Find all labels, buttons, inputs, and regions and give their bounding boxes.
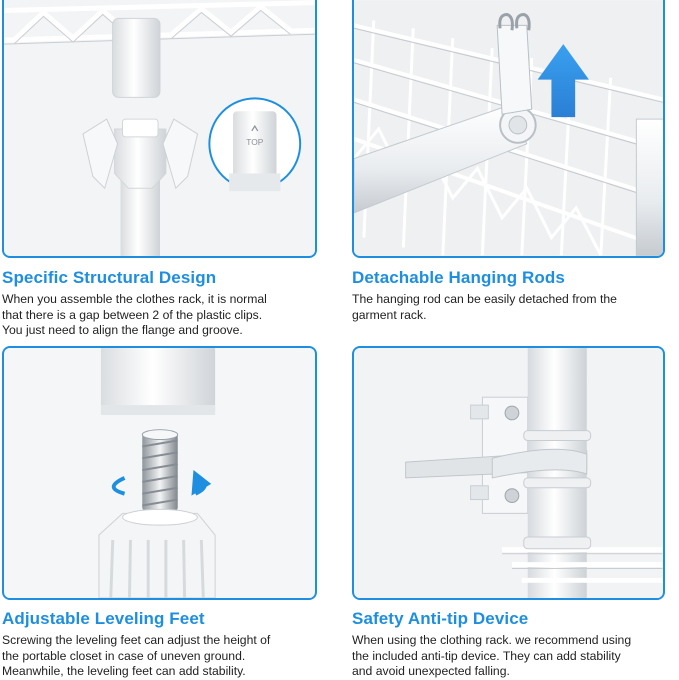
description-line: You just need to align the flange and gr…	[2, 323, 243, 337]
section-description-anti-tip: When using the clothing rack. we recomme…	[352, 633, 679, 680]
description-line: Screwing the leveling feet can adjust th…	[2, 633, 271, 647]
section-description-structural-design: When you assemble the clothes rack, it i…	[2, 292, 322, 339]
section-title-leveling-feet: Adjustable Leveling Feet	[2, 609, 205, 628]
section-title-structural-design: Specific Structural Design	[2, 268, 217, 287]
description-line: and avoid unexpected falling.	[352, 664, 510, 678]
description-line: When you assemble the clothes rack, it i…	[2, 292, 267, 306]
leveling-feet-illustration	[4, 348, 315, 598]
section-description-leveling-feet: Screwing the leveling feet can adjust th…	[2, 633, 322, 680]
hanging-rods-image	[352, 0, 665, 258]
description-line: The hanging rod can be easily detached f…	[352, 292, 617, 306]
description-line: the included anti-tip device. They can a…	[352, 648, 621, 663]
description-line: garment rack.	[352, 307, 427, 322]
structural-design-illustration: TOP	[4, 0, 315, 256]
rotate-arrow-icon	[191, 470, 212, 496]
description-line: that there is a gap between 2 of the pla…	[2, 307, 263, 322]
structural-design-image: TOP	[2, 0, 317, 258]
hanging-rods-illustration	[354, 0, 663, 256]
leveling-feet-image	[2, 346, 317, 600]
arrow-up-icon	[537, 44, 589, 118]
top-label: TOP	[246, 137, 263, 147]
description-line: When using the clothing rack. we recomme…	[352, 633, 632, 647]
section-title-anti-tip: Safety Anti-tip Device	[352, 609, 529, 628]
section-title-hanging-rods: Detachable Hanging Rods	[352, 268, 565, 287]
anti-tip-image	[352, 346, 665, 600]
section-description-hanging-rods: The hanging rod can be easily detached f…	[352, 292, 672, 323]
description-line: the portable closet in case of uneven gr…	[2, 648, 246, 663]
anti-tip-illustration	[354, 348, 663, 598]
description-line: Meanwhile, the leveling feet can add sta…	[2, 664, 246, 678]
